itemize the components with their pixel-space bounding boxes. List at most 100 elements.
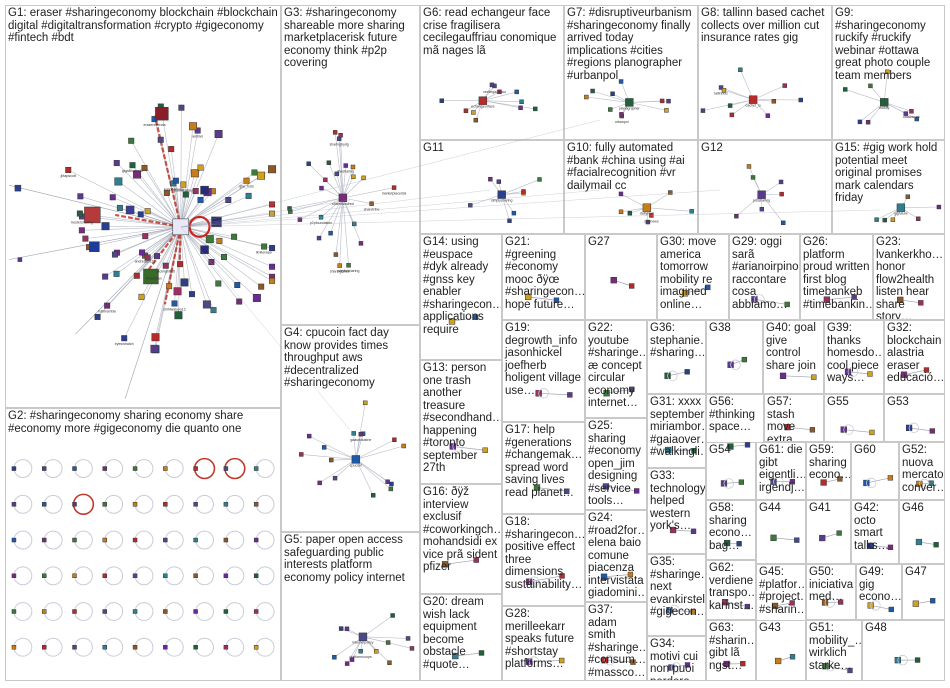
network-node[interactable] (363, 400, 368, 406)
network-node[interactable] (269, 210, 276, 217)
network-node[interactable] (452, 652, 459, 660)
network-node[interactable] (104, 302, 111, 309)
network-node[interactable] (221, 253, 227, 260)
network-node[interactable] (193, 609, 198, 614)
network-node[interactable] (721, 87, 727, 93)
network-node[interactable] (332, 475, 338, 481)
network-node[interactable] (610, 277, 617, 284)
network-node[interactable] (116, 204, 123, 211)
network-node[interactable] (691, 448, 697, 454)
network-node[interactable] (798, 97, 803, 103)
network-node[interactable] (936, 204, 942, 210)
network-node[interactable] (837, 476, 843, 482)
network-node[interactable] (823, 296, 831, 303)
network-node[interactable] (874, 217, 879, 222)
network-node[interactable] (496, 179, 502, 184)
network-node[interactable] (567, 392, 573, 398)
network-node[interactable] (261, 243, 268, 250)
network-node[interactable] (928, 480, 934, 486)
network-node[interactable] (323, 177, 328, 183)
network-node[interactable] (321, 445, 327, 450)
network-node[interactable] (337, 263, 342, 268)
network-node[interactable] (245, 192, 252, 199)
network-node[interactable] (851, 294, 857, 300)
network-node[interactable] (771, 99, 777, 104)
hub-node[interactable] (642, 203, 651, 212)
network-node[interactable] (669, 526, 677, 534)
network-node[interactable] (154, 253, 161, 260)
network-node[interactable] (11, 537, 17, 543)
network-node[interactable] (700, 108, 706, 113)
network-node[interactable] (223, 609, 229, 614)
network-node[interactable] (358, 431, 364, 437)
network-node[interactable] (180, 278, 189, 287)
network-node[interactable] (72, 645, 77, 650)
network-node[interactable] (684, 369, 690, 375)
network-node[interactable] (918, 300, 924, 306)
network-node[interactable] (794, 537, 800, 543)
network-node[interactable] (192, 188, 199, 195)
network-node[interactable] (133, 272, 140, 279)
network-node[interactable] (374, 649, 379, 654)
avatar-node[interactable] (89, 241, 100, 252)
network-node[interactable] (223, 645, 229, 650)
network-node[interactable] (930, 598, 936, 604)
network-node[interactable] (306, 161, 311, 166)
network-node[interactable] (923, 367, 930, 373)
network-node[interactable] (210, 307, 217, 314)
network-node[interactable] (738, 479, 744, 485)
network-node[interactable] (361, 175, 366, 181)
network-node[interactable] (665, 446, 672, 454)
network-node[interactable] (463, 108, 469, 113)
network-node[interactable] (141, 165, 148, 172)
network-node[interactable] (72, 502, 77, 507)
network-node[interactable] (690, 609, 696, 615)
network-node[interactable] (784, 301, 790, 308)
network-node[interactable] (610, 91, 615, 96)
network-node[interactable] (887, 544, 894, 550)
network-node[interactable] (718, 85, 724, 90)
network-node[interactable] (287, 206, 292, 211)
network-node[interactable] (208, 259, 215, 265)
network-node[interactable] (564, 488, 570, 494)
network-node[interactable] (905, 194, 911, 199)
network-node[interactable] (329, 457, 334, 463)
network-node[interactable] (121, 335, 128, 342)
network-node[interactable] (770, 534, 777, 541)
network-node[interactable] (668, 190, 673, 195)
network-node[interactable] (346, 263, 351, 268)
network-node[interactable] (351, 431, 356, 436)
network-node[interactable] (836, 530, 842, 536)
network-node[interactable] (171, 300, 178, 307)
network-node[interactable] (236, 298, 243, 305)
network-node[interactable] (628, 283, 635, 289)
network-node[interactable] (478, 650, 485, 656)
network-node[interactable] (868, 83, 873, 89)
network-node[interactable] (269, 201, 276, 208)
network-node[interactable] (193, 537, 198, 543)
network-node[interactable] (111, 251, 118, 258)
network-node[interactable] (933, 542, 939, 548)
network-node[interactable] (144, 254, 151, 261)
hub-node[interactable] (478, 96, 488, 105)
network-node[interactable] (257, 171, 266, 180)
network-node[interactable] (370, 493, 376, 498)
network-node[interactable] (789, 479, 796, 485)
network-node[interactable] (358, 648, 363, 654)
network-node[interactable] (174, 311, 183, 320)
network-node[interactable] (915, 538, 923, 546)
avatar-node[interactable] (143, 268, 159, 285)
network-node[interactable] (778, 179, 784, 185)
network-node[interactable] (113, 270, 120, 277)
network-node[interactable] (269, 277, 276, 284)
network-node[interactable] (740, 661, 746, 667)
network-node[interactable] (779, 372, 787, 379)
avatar-node[interactable] (125, 205, 135, 215)
network-node[interactable] (779, 191, 784, 197)
network-node[interactable] (41, 537, 47, 543)
network-node[interactable] (723, 539, 731, 547)
network-node[interactable] (163, 466, 168, 471)
network-node[interactable] (897, 296, 904, 304)
network-node[interactable] (553, 297, 560, 303)
network-node[interactable] (385, 640, 391, 645)
